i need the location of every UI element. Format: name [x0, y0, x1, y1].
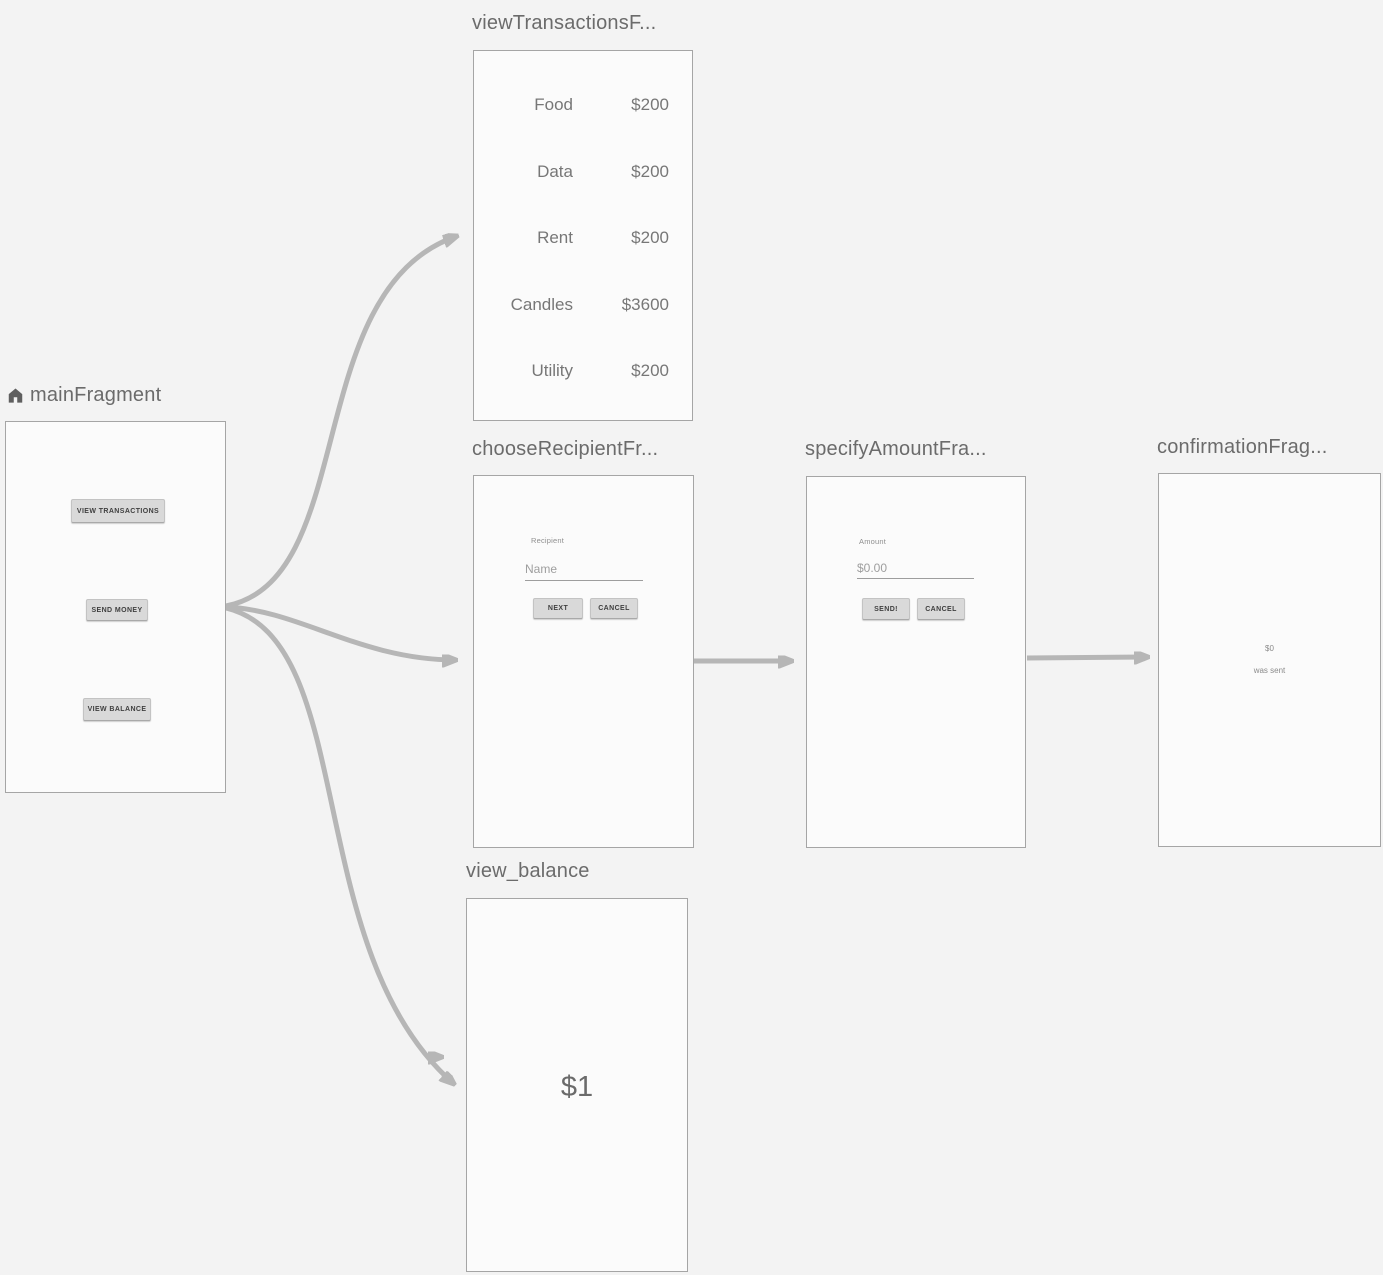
- transaction-label: Rent: [537, 228, 573, 248]
- send-button[interactable]: SEND!: [862, 598, 910, 620]
- view-balance-fragment-title: view_balance: [466, 860, 590, 882]
- transaction-label: Food: [534, 95, 573, 115]
- home-icon: [8, 388, 23, 403]
- transaction-row: Candles $3600: [474, 272, 692, 339]
- transaction-row: Data $200: [474, 139, 692, 206]
- action-arrow-specify-amount-to-confirmation[interactable]: [1026, 657, 1148, 658]
- confirmation-message-text: was sent: [1253, 666, 1286, 675]
- transaction-label: Data: [537, 161, 573, 181]
- transaction-label: Candles: [510, 294, 573, 314]
- next-button[interactable]: NEXT: [533, 598, 583, 619]
- main-fragment-title: mainFragment: [6, 384, 161, 407]
- confirmation-fragment-card[interactable]: $0 was sent: [1158, 473, 1381, 847]
- confirmation-fragment-title: confirmationFrag...: [1157, 436, 1328, 458]
- transaction-label: Utility: [531, 361, 573, 381]
- choose-recipient-fragment-title: chooseRecipientFr...: [472, 438, 659, 460]
- recipient-field-label: Recipient: [531, 536, 565, 545]
- view-transactions-fragment-card[interactable]: Food $200 Data $200 Rent $200 Candles $3…: [473, 50, 693, 421]
- confirmation-amount-text: $0: [1265, 644, 1274, 653]
- recipient-name-input[interactable]: Name: [525, 562, 558, 576]
- transaction-row: Utility $200: [474, 338, 692, 405]
- choose-recipient-fragment-card[interactable]: Recipient Name NEXT CANCEL: [473, 475, 694, 848]
- action-arrow-main-to-view-balance[interactable]: [225, 605, 454, 1084]
- transactions-list: Food $200 Data $200 Rent $200 Candles $3…: [474, 72, 692, 405]
- send-money-button[interactable]: SEND MONEY: [86, 599, 148, 621]
- transaction-amount: $3600: [621, 294, 669, 314]
- transaction-amount: $200: [631, 228, 669, 248]
- view-transactions-fragment-title: viewTransactionsF...: [472, 12, 657, 34]
- action-arrow-main-to-view-transactions[interactable]: [225, 236, 457, 609]
- main-fragment-title-label: mainFragment: [30, 384, 162, 406]
- transaction-row: Food $200: [474, 72, 692, 139]
- amount-input[interactable]: $0.00: [857, 561, 888, 575]
- transaction-amount: $200: [631, 95, 669, 115]
- balance-text: $1: [560, 1071, 594, 1103]
- view-balance-button[interactable]: VIEW BALANCE: [83, 698, 151, 721]
- input-underline: [857, 578, 974, 579]
- action-arrow-main-to-choose-recipient[interactable]: [225, 604, 456, 660]
- cancel-button[interactable]: CANCEL: [590, 598, 638, 619]
- view-transactions-button[interactable]: VIEW TRANSACTIONS: [71, 499, 165, 523]
- transaction-amount: $200: [631, 161, 669, 181]
- view-balance-fragment-card[interactable]: $1: [466, 898, 688, 1272]
- specify-amount-fragment-title: specifyAmountFra...: [805, 438, 987, 460]
- input-underline: [525, 580, 643, 581]
- specify-amount-fragment-card[interactable]: Amount $0.00 SEND! CANCEL: [806, 476, 1026, 848]
- transaction-row: Rent $200: [474, 205, 692, 272]
- transaction-amount: $200: [631, 361, 669, 381]
- main-fragment-card[interactable]: VIEW TRANSACTIONS SEND MONEY VIEW BALANC…: [5, 421, 226, 793]
- cancel-button[interactable]: CANCEL: [917, 598, 965, 620]
- amount-field-label: Amount: [859, 537, 887, 546]
